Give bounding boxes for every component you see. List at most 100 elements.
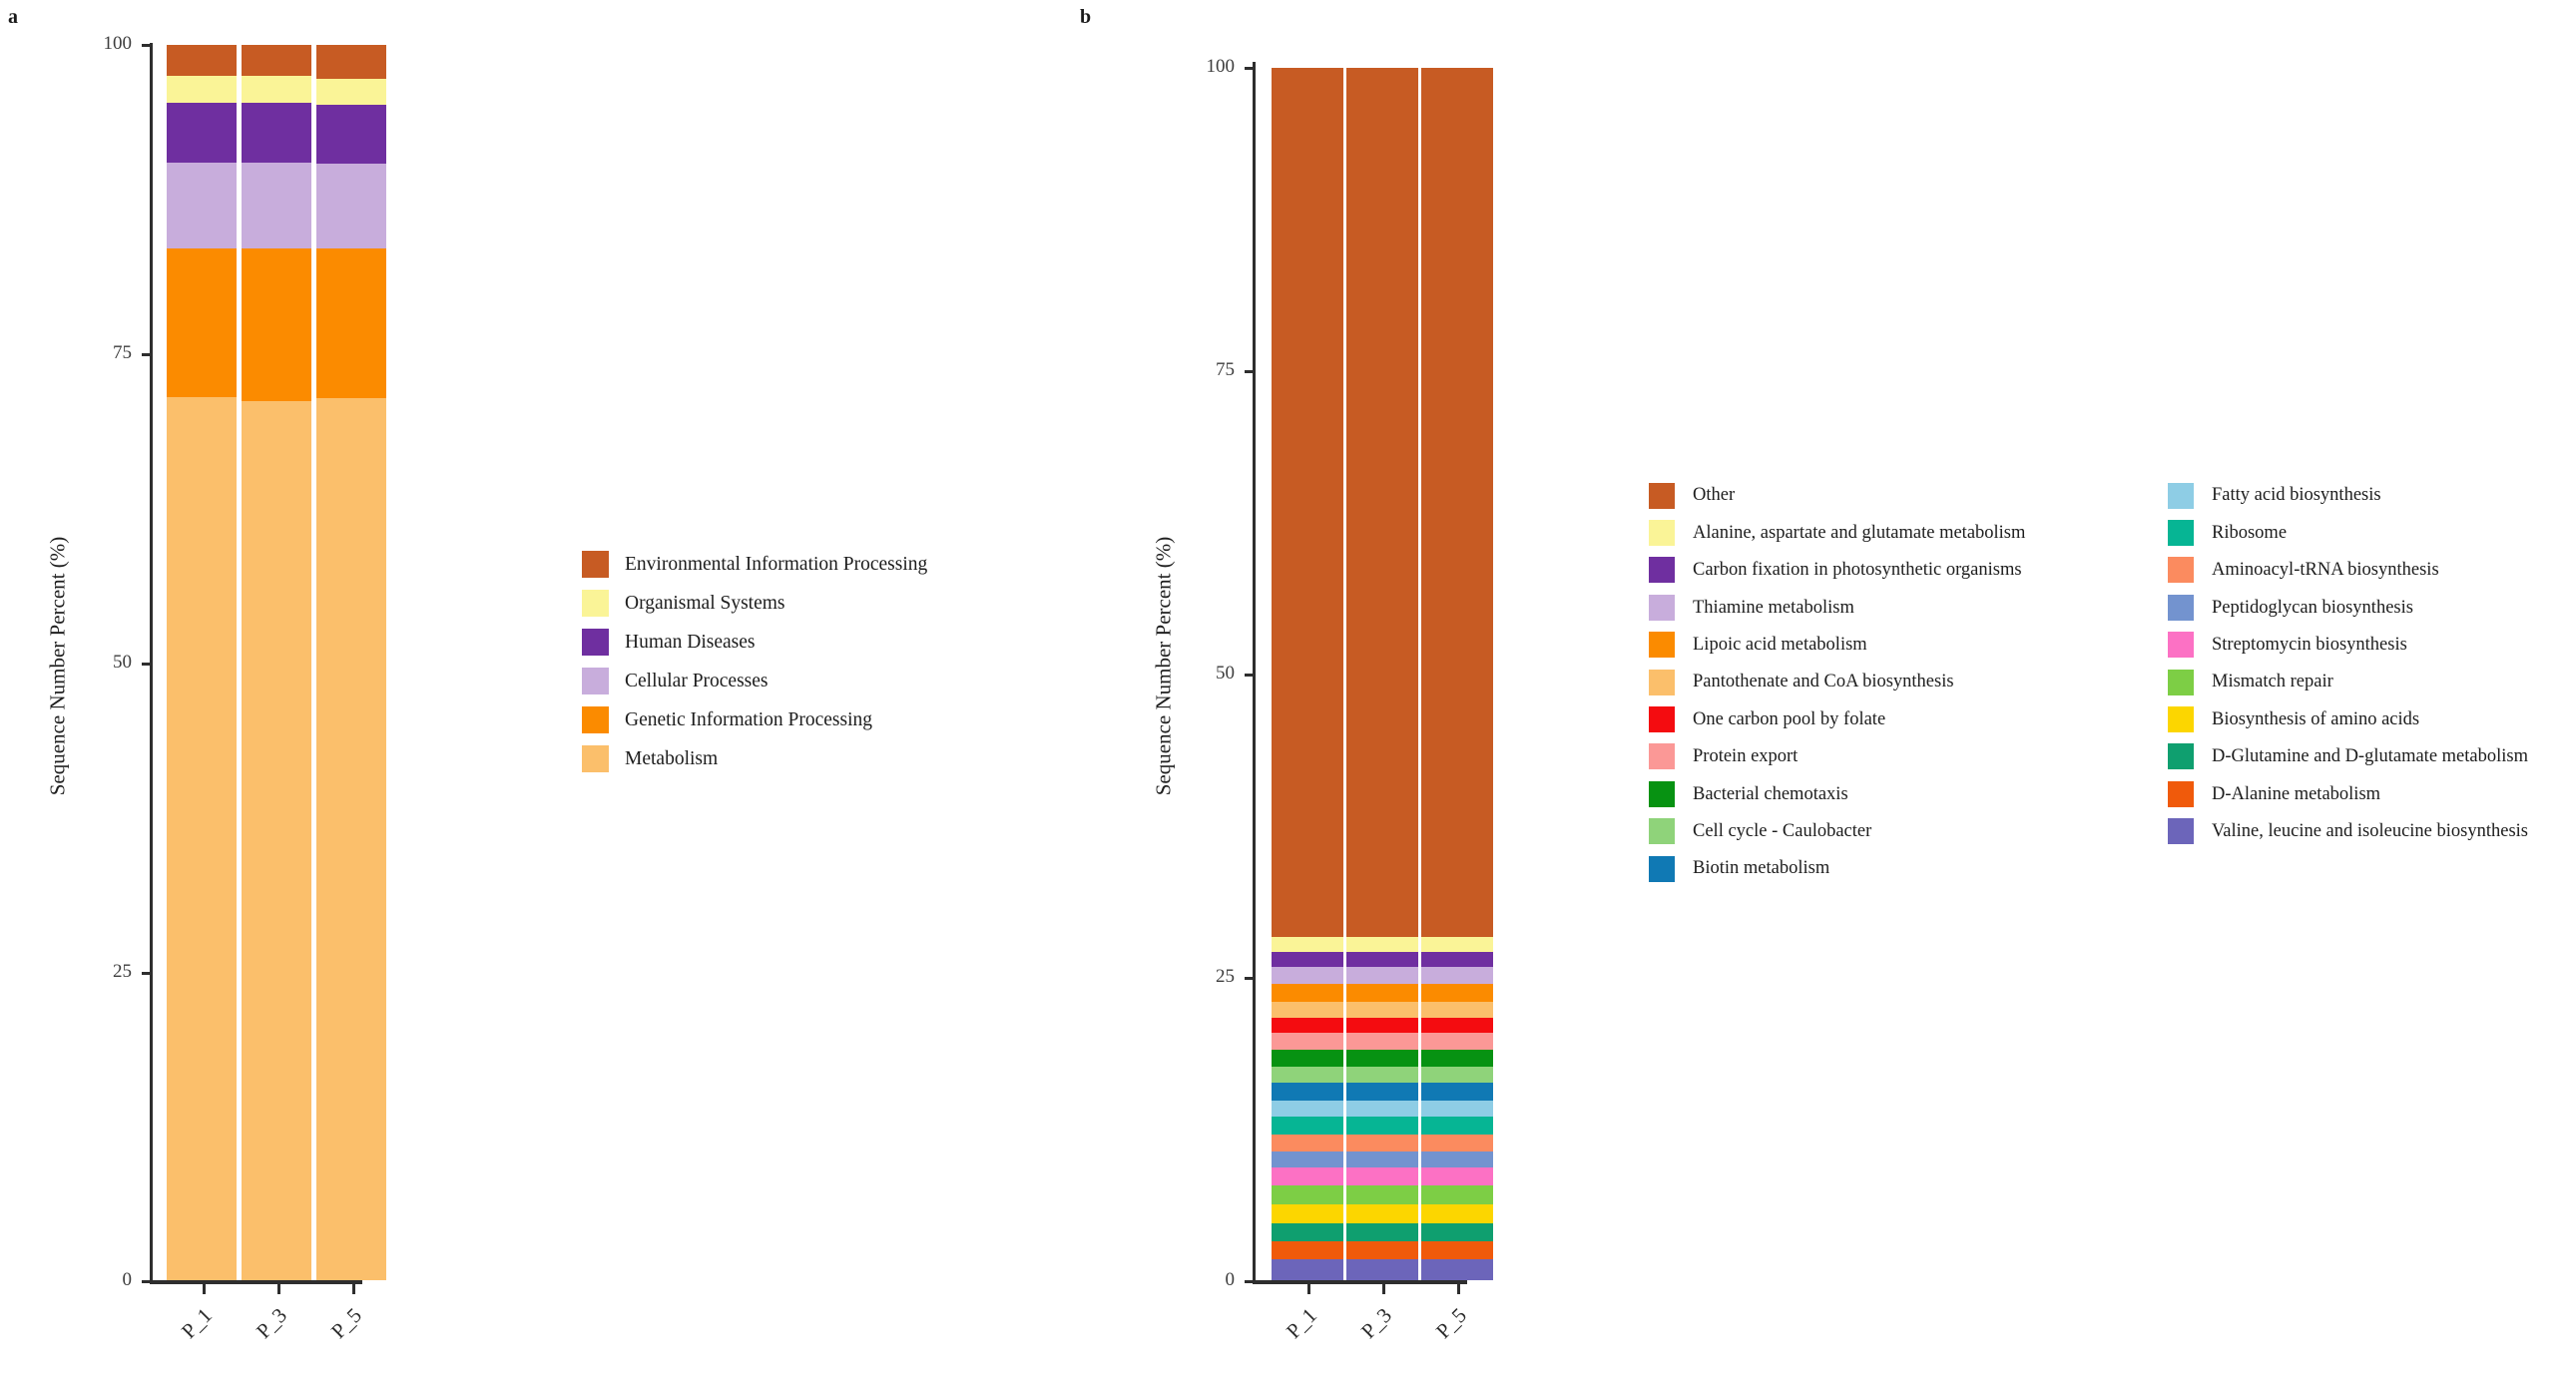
panel-b-seg-mismatch-repair-P_5 xyxy=(1421,1185,1493,1204)
legend-item-human-diseases[interactable]: Human Diseases xyxy=(582,623,927,662)
legend-item-d-glutamine-and-d-glutamate-metabolism[interactable]: D-Glutamine and D-glutamate metabolism xyxy=(2168,738,2528,775)
panel-b-seg-valine-leucine-isoleucine-biosynthesis-P_3 xyxy=(1346,1259,1418,1280)
panel-b-seg-aminoacyl-trna-biosynthesis-P_3 xyxy=(1346,1135,1418,1152)
panel-a-seg-human-diseases-P_3 xyxy=(242,103,311,163)
legend-swatch-aminoacyl-trna-biosynthesis xyxy=(2168,557,2194,584)
legend-swatch-metabolism xyxy=(582,745,609,772)
legend-label-peptidoglycan-biosynthesis: Peptidoglycan biosynthesis xyxy=(2212,597,2413,618)
legend-swatch-d-alanine-metabolism xyxy=(2168,780,2194,807)
panel-b-bar-P_3 xyxy=(1346,68,1418,1280)
legend-label-pantothenate-and-coa-biosynthesis: Pantothenate and CoA biosynthesis xyxy=(1693,672,1954,692)
panel-b-seg-protein-export-P_1 xyxy=(1272,1033,1343,1051)
panel-b-seg-peptidoglycan-biosynthesis-P_1 xyxy=(1272,1151,1343,1168)
legend-item-thiamine-metabolism[interactable]: Thiamine metabolism xyxy=(1649,589,2025,626)
legend-label-bacterial-chemotaxis: Bacterial chemotaxis xyxy=(1693,783,1848,804)
panel-a-x-axis-line xyxy=(150,1280,362,1284)
legend-swatch-valine-leucine-and-isoleucine-biosynthesis xyxy=(2168,818,2194,845)
panel-b-seg-lipoic-acid-metabolism-P_3 xyxy=(1346,983,1418,1002)
panel-b-y-tick-label-50: 50 xyxy=(1216,663,1235,684)
legend-swatch-thiamine-metabolism xyxy=(1649,594,1675,621)
legend-label-protein-export: Protein export xyxy=(1693,746,1799,767)
legend-item-cellular-processes[interactable]: Cellular Processes xyxy=(582,662,927,700)
legend-item-fatty-acid-biosynthesis[interactable]: Fatty acid biosynthesis xyxy=(2168,477,2528,514)
panel-b-x-axis-line xyxy=(1253,1280,1467,1284)
panel-b-y-axis-line xyxy=(1253,62,1256,1283)
panel-b-seg-carbon-fixation-in-photosynthetic-organisms-P_3 xyxy=(1346,951,1418,967)
legend-label-carbon-fixation-in-photosynthetic-organisms: Carbon fixation in photosynthetic organi… xyxy=(1693,560,2022,581)
legend-item-mismatch-repair[interactable]: Mismatch repair xyxy=(2168,664,2528,700)
panel-a-seg-environmental-information-processing-P_1 xyxy=(167,45,237,76)
panel-b-seg-d-glutamine-and-d-glutamate-metabolism-P_1 xyxy=(1272,1222,1343,1242)
legend-item-streptomycin-biosynthesis[interactable]: Streptomycin biosynthesis xyxy=(2168,627,2528,664)
panel-b-y-tick-50 xyxy=(1245,674,1254,677)
panel-a-x-tick-2 xyxy=(352,1284,355,1294)
legend-swatch-lipoic-acid-metabolism xyxy=(1649,632,1675,659)
legend-item-biosynthesis-of-amino-acids[interactable]: Biosynthesis of amino acids xyxy=(2168,700,2528,737)
panel-b-seg-cell-cycle-caulobacter-P_1 xyxy=(1272,1067,1343,1084)
panel-b-bar-P_5 xyxy=(1421,68,1493,1280)
panel-a-x-tick-label-0: P_1 xyxy=(176,1303,217,1344)
panel-b: b Sequence Number Percent (%) 100 75 50 … xyxy=(1058,0,2576,1379)
panel-b-seg-thiamine-metabolism-P_1 xyxy=(1272,966,1343,984)
panel-b-seg-lipoic-acid-metabolism-P_5 xyxy=(1421,983,1493,1002)
legend-item-organismal-systems[interactable]: Organismal Systems xyxy=(582,584,927,623)
panel-a-y-tick-label-100: 100 xyxy=(103,33,133,54)
panel-a-seg-metabolism-P_5 xyxy=(316,398,386,1280)
legend-item-carbon-fixation-in-photosynthetic-organisms[interactable]: Carbon fixation in photosynthetic organi… xyxy=(1649,552,2025,589)
panel-b-seg-fatty-acid-biosynthesis-P_5 xyxy=(1421,1101,1493,1118)
legend-swatch-protein-export xyxy=(1649,743,1675,770)
legend-label-d-glutamine-and-d-glutamate-metabolism: D-Glutamine and D-glutamate metabolism xyxy=(2212,746,2528,767)
legend-swatch-biotin-metabolism xyxy=(1649,855,1675,882)
legend-item-lipoic-acid-metabolism[interactable]: Lipoic acid metabolism xyxy=(1649,627,2025,664)
panel-b-seg-protein-export-P_3 xyxy=(1346,1033,1418,1051)
panel-a-seg-cellular-processes-P_3 xyxy=(242,162,311,249)
legend-label-environmental-information-processing: Environmental Information Processing xyxy=(625,553,928,575)
legend-item-pantothenate-and-coa-biosynthesis[interactable]: Pantothenate and CoA biosynthesis xyxy=(1649,664,2025,700)
legend-item-other[interactable]: Other xyxy=(1649,477,2025,514)
legend-item-metabolism[interactable]: Metabolism xyxy=(582,739,927,778)
panel-a-seg-organismal-systems-P_1 xyxy=(167,75,237,104)
panel-b-seg-aminoacyl-trna-biosynthesis-P_1 xyxy=(1272,1135,1343,1152)
panel-a-y-tick-label-25: 25 xyxy=(113,961,132,982)
legend-item-d-alanine-metabolism[interactable]: D-Alanine metabolism xyxy=(2168,775,2528,812)
legend-item-valine-leucine-and-isoleucine-biosynthesis[interactable]: Valine, leucine and isoleucine biosynthe… xyxy=(2168,813,2528,850)
panel-b-y-tick-label-100: 100 xyxy=(1206,56,1236,77)
legend-swatch-pantothenate-and-coa-biosynthesis xyxy=(1649,669,1675,695)
panel-b-seg-d-alanine-metabolism-P_3 xyxy=(1346,1241,1418,1260)
legend-item-alanine-aspartate-and-glutamate-metabolism[interactable]: Alanine, aspartate and glutamate metabol… xyxy=(1649,514,2025,551)
legend-item-cell-cycle-caulobacter[interactable]: Cell cycle - Caulobacter xyxy=(1649,813,2025,850)
panel-a-legend: Environmental Information Processing Org… xyxy=(582,545,927,778)
legend-label-organismal-systems: Organismal Systems xyxy=(625,592,785,614)
legend-label-d-alanine-metabolism: D-Alanine metabolism xyxy=(2212,783,2381,804)
legend-label-other: Other xyxy=(1693,485,1736,506)
legend-swatch-alanine-aspartate-and-glutamate-metabolism xyxy=(1649,520,1675,547)
panel-b-seg-mismatch-repair-P_1 xyxy=(1272,1185,1343,1204)
legend-item-aminoacyl-trna-biosynthesis[interactable]: Aminoacyl-tRNA biosynthesis xyxy=(2168,552,2528,589)
panel-b-seg-fatty-acid-biosynthesis-P_3 xyxy=(1346,1101,1418,1118)
legend-item-one-carbon-pool-by-folate[interactable]: One carbon pool by folate xyxy=(1649,700,2025,737)
panel-a-x-tick-label-2: P_5 xyxy=(325,1303,366,1344)
panel-a-seg-organismal-systems-P_5 xyxy=(316,78,386,105)
panel-a-seg-human-diseases-P_1 xyxy=(167,103,237,163)
legend-item-ribosome[interactable]: Ribosome xyxy=(2168,514,2528,551)
legend-swatch-d-glutamine-and-d-glutamate-metabolism xyxy=(2168,743,2194,770)
panel-a-seg-genetic-information-processing-P_1 xyxy=(167,248,237,397)
panel-b-seg-protein-export-P_5 xyxy=(1421,1033,1493,1051)
legend-item-environmental-information-processing[interactable]: Environmental Information Processing xyxy=(582,545,927,584)
legend-swatch-cellular-processes xyxy=(582,668,609,694)
legend-item-biotin-metabolism[interactable]: Biotin metabolism xyxy=(1649,850,2025,887)
legend-item-protein-export[interactable]: Protein export xyxy=(1649,738,2025,775)
legend-label-biotin-metabolism: Biotin metabolism xyxy=(1693,858,1830,879)
panel-b-seg-one-carbon-pool-by-folate-P_3 xyxy=(1346,1017,1418,1034)
panel-b-y-tick-100 xyxy=(1245,67,1254,70)
legend-label-valine-leucine-and-isoleucine-biosynthesis: Valine, leucine and isoleucine biosynthe… xyxy=(2212,820,2528,841)
panel-b-seg-ribosome-P_5 xyxy=(1421,1117,1493,1136)
legend-item-peptidoglycan-biosynthesis[interactable]: Peptidoglycan biosynthesis xyxy=(2168,589,2528,626)
panel-b-seg-biotin-metabolism-P_3 xyxy=(1346,1083,1418,1102)
panel-a-seg-genetic-information-processing-P_5 xyxy=(316,248,386,399)
legend-item-bacterial-chemotaxis[interactable]: Bacterial chemotaxis xyxy=(1649,775,2025,812)
legend-label-cell-cycle-caulobacter: Cell cycle - Caulobacter xyxy=(1693,820,1872,841)
legend-swatch-human-diseases xyxy=(582,629,609,656)
legend-item-genetic-information-processing[interactable]: Genetic Information Processing xyxy=(582,700,927,739)
